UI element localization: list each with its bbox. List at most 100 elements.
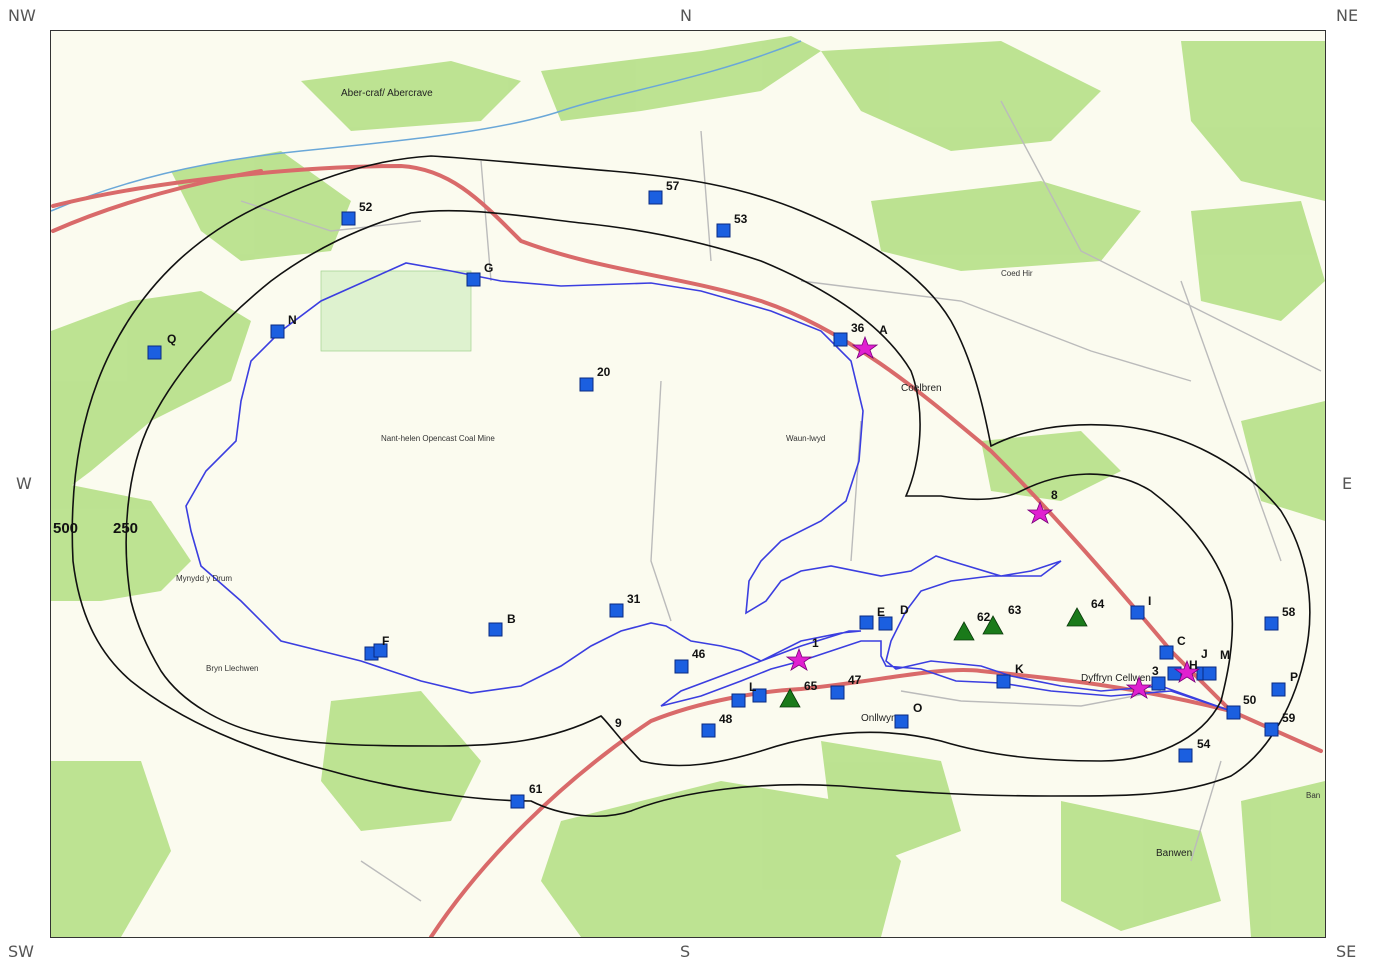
label-n: N xyxy=(288,313,297,327)
receptor-52[interactable] xyxy=(341,211,356,226)
place-ban: Ban xyxy=(1306,791,1320,800)
receptor-stars xyxy=(785,335,1201,699)
label-c: C xyxy=(1177,634,1186,648)
place-coedhir: Coed Hir xyxy=(1001,269,1033,278)
label-e: E xyxy=(877,605,885,619)
place-waunlwyd: Waun-lwyd xyxy=(786,434,825,443)
receptor-50[interactable] xyxy=(1226,705,1241,720)
label-57: 57 xyxy=(666,179,680,193)
receptor-54[interactable] xyxy=(1178,748,1193,763)
place-coelbren: Coelbren xyxy=(901,383,942,394)
label-65: 65 xyxy=(804,679,818,693)
receptor-p[interactable] xyxy=(1271,682,1286,697)
receptor-q[interactable] xyxy=(147,345,162,360)
triangle-63[interactable] xyxy=(982,615,1004,635)
marker-labels: 52 57 53 G N Q 36 20 31 B F E D 46 L 48 … xyxy=(167,179,1298,796)
compass-ne: NE xyxy=(1336,6,1359,25)
ring-label-500: 500 xyxy=(53,520,78,537)
compass-s: S xyxy=(680,942,691,961)
label-b: B xyxy=(507,612,516,626)
label-9: 9 xyxy=(615,716,622,730)
label-36: 36 xyxy=(851,321,865,335)
triangle-65[interactable] xyxy=(779,688,801,708)
label-h: H xyxy=(1189,658,1198,672)
label-l: L xyxy=(749,680,756,694)
label-a: A xyxy=(879,323,888,337)
receptor-46[interactable] xyxy=(674,659,689,674)
woodland-areas xyxy=(51,36,1325,937)
receptor-58[interactable] xyxy=(1264,616,1279,631)
receptor-n[interactable] xyxy=(270,324,285,339)
label-k: K xyxy=(1015,662,1024,676)
label-53: 53 xyxy=(734,212,748,226)
receptor-3[interactable] xyxy=(1151,676,1166,691)
label-f: F xyxy=(382,634,389,648)
star-3[interactable] xyxy=(1125,675,1153,699)
compass-e: E xyxy=(1342,474,1353,493)
label-48: 48 xyxy=(719,712,733,726)
receptor-20[interactable] xyxy=(579,377,594,392)
receptor-53[interactable] xyxy=(716,223,731,238)
main-road xyxy=(51,163,1323,937)
star-a[interactable] xyxy=(851,335,879,359)
label-i: I xyxy=(1148,594,1151,608)
receptor-d[interactable] xyxy=(878,616,893,631)
label-61: 61 xyxy=(529,782,543,796)
river xyxy=(51,40,802,212)
receptor-c[interactable] xyxy=(1159,645,1174,660)
label-31: 31 xyxy=(627,592,641,606)
receptor-l1[interactable] xyxy=(731,693,746,708)
receptor-48[interactable] xyxy=(701,723,716,738)
label-3: 3 xyxy=(1152,664,1159,678)
label-p: P xyxy=(1290,670,1298,684)
star-h[interactable] xyxy=(1173,659,1201,683)
receptor-k[interactable] xyxy=(996,674,1011,689)
receptor-g[interactable] xyxy=(466,272,481,287)
place-mine: Nant-helen Opencast Coal Mine xyxy=(381,434,495,443)
label-62: 62 xyxy=(977,610,991,624)
triangle-64[interactable] xyxy=(1066,607,1088,627)
receptor-b[interactable] xyxy=(488,622,503,637)
label-j: J xyxy=(1201,647,1208,661)
map-canvas[interactable]: Aber-craf/ Abercrave Coelbren Onllwyn Dy… xyxy=(51,31,1325,937)
label-46: 46 xyxy=(692,647,706,661)
place-dyffryn: Dyffryn Cellwen xyxy=(1081,673,1151,684)
receptor-o[interactable] xyxy=(894,714,909,729)
star-8[interactable] xyxy=(1026,500,1054,524)
label-58: 58 xyxy=(1282,605,1296,619)
receptor-m[interactable] xyxy=(1202,666,1217,681)
receptor-57[interactable] xyxy=(648,190,663,205)
label-47: 47 xyxy=(848,673,862,687)
place-onllwyn: Onllwyn xyxy=(861,713,897,724)
star-1[interactable] xyxy=(785,647,813,671)
receptor-36[interactable] xyxy=(833,332,848,347)
receptor-47[interactable] xyxy=(830,685,845,700)
label-20: 20 xyxy=(597,365,611,379)
triangle-62[interactable] xyxy=(953,621,975,641)
place-bryn: Bryn Llechwen xyxy=(206,664,258,673)
minor-roads xyxy=(240,100,1322,902)
compass-w: W xyxy=(16,474,32,493)
place-mynydd: Mynydd y Drum xyxy=(176,574,232,583)
receptor-f2[interactable] xyxy=(373,643,388,658)
label-63: 63 xyxy=(1008,603,1022,617)
label-8: 8 xyxy=(1051,488,1058,502)
receptor-squares xyxy=(147,190,1286,809)
site-boundary xyxy=(185,262,1232,712)
receptor-61[interactable] xyxy=(510,794,525,809)
label-q: Q xyxy=(167,332,176,346)
map-frame[interactable]: Aber-craf/ Abercrave Coelbren Onllwyn Dy… xyxy=(50,30,1326,938)
compass-sw: SW xyxy=(8,942,34,961)
receptor-i[interactable] xyxy=(1130,605,1145,620)
receptor-59[interactable] xyxy=(1264,722,1279,737)
buffer-ring-500 xyxy=(71,155,1311,817)
place-banwen: Banwen xyxy=(1156,848,1192,859)
label-64: 64 xyxy=(1091,597,1105,611)
receptor-e[interactable] xyxy=(859,615,874,630)
label-59: 59 xyxy=(1282,711,1296,725)
receptor-l2[interactable] xyxy=(752,688,767,703)
receptor-31[interactable] xyxy=(609,603,624,618)
buffer-ring-250 xyxy=(125,209,1234,767)
label-o: O xyxy=(913,701,922,715)
compass-nw: NW xyxy=(8,6,36,25)
